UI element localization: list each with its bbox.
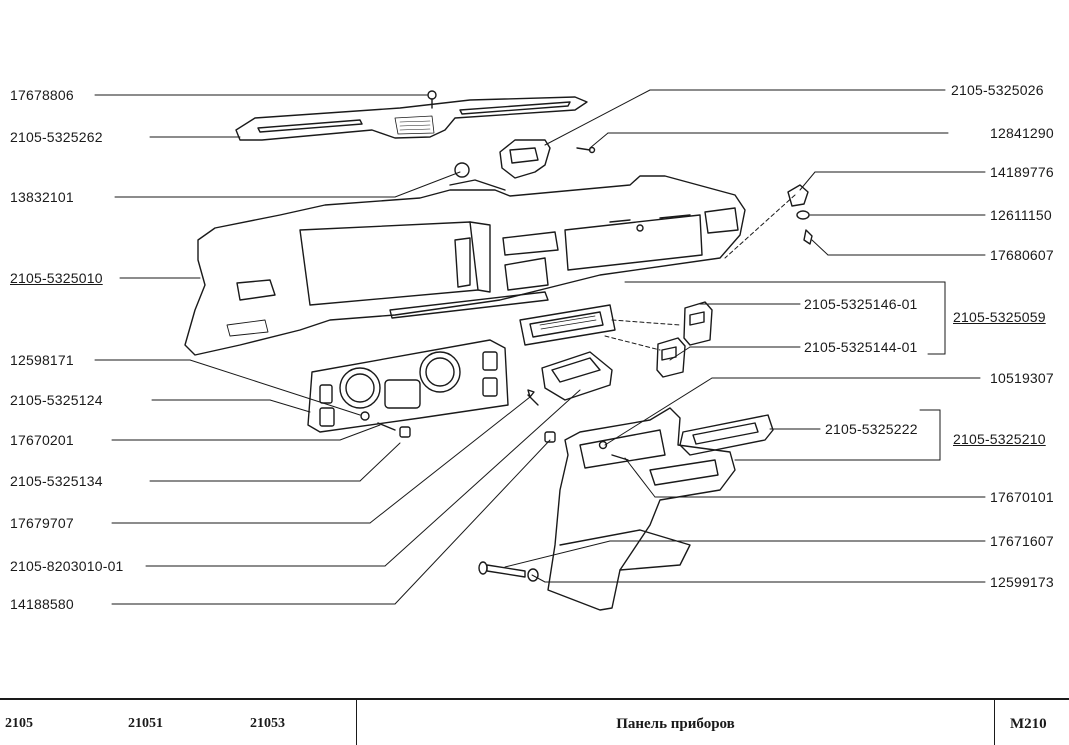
part-label-12598171: 12598171 (10, 352, 74, 368)
part-label-10519307: 10519307 (990, 370, 1054, 386)
part-label-12841290: 12841290 (990, 125, 1054, 141)
bottom-bolt (478, 561, 539, 582)
catalog-footer: 2105 21051 21053 Панель приборов M210 (0, 698, 1069, 745)
footer-divider (356, 700, 357, 745)
part-label-12599173: 12599173 (990, 574, 1054, 590)
part-label-17679707: 17679707 (10, 515, 74, 531)
part-label-2105-5325026: 2105-5325026 (951, 82, 1044, 98)
part-label-17678806: 17678806 (10, 87, 74, 103)
page-code: M210 (1010, 716, 1047, 732)
center-vent-faceplate (519, 304, 616, 346)
bracket-2105-5325026 (499, 139, 596, 179)
part-label-2105-8203010-01: 2105-8203010-01 (10, 558, 124, 574)
ashtray-box (541, 351, 613, 401)
part-label-2105-5325059: 2105-5325059 (953, 309, 1046, 325)
part-label-14188580: 14188580 (10, 596, 74, 612)
part-label-13832101: 13832101 (10, 189, 74, 205)
right-small-parts (787, 184, 813, 245)
part-label-17670101: 17670101 (990, 489, 1054, 505)
part-label-2105-5325144-01: 2105-5325144-01 (804, 339, 918, 355)
instrument-cluster-bezel (307, 339, 509, 438)
model-code-2: 21051 (128, 716, 163, 731)
part-label-2105-5325010: 2105-5325010 (10, 270, 103, 286)
switch-block-146-01 (683, 301, 713, 346)
nut-13832101 (454, 162, 470, 178)
part-label-2105-5325146-01: 2105-5325146-01 (804, 296, 918, 312)
model-code-1: 2105 (5, 716, 33, 731)
part-label-17671607: 17671607 (990, 533, 1054, 549)
model-code-3: 21053 (250, 716, 285, 731)
parts-drawing (94, 89, 986, 611)
part-label-2105-5325222: 2105-5325222 (825, 421, 918, 437)
part-label-17670201: 17670201 (10, 432, 74, 448)
footer-divider (994, 700, 995, 745)
leader-lines-left (94, 94, 581, 605)
switch-block-144-01 (656, 337, 686, 378)
console-tray-5325222 (679, 414, 774, 456)
leader-lines-right (504, 89, 986, 583)
section-title: Панель приборов (616, 716, 735, 732)
part-label-2105-5325210: 2105-5325210 (953, 431, 1046, 447)
small-fasteners (527, 389, 556, 443)
part-label-2105-5325134: 2105-5325134 (10, 473, 103, 489)
part-label-2105-5325262: 2105-5325262 (10, 129, 103, 145)
group-brackets (624, 281, 946, 461)
part-label-12611150: 12611150 (990, 207, 1052, 223)
dashboard-main-panel (184, 175, 746, 356)
part-label-17680607: 17680607 (990, 247, 1054, 263)
center-console (547, 407, 736, 611)
part-label-14189776: 14189776 (990, 164, 1054, 180)
part-label-2105-5325124: 2105-5325124 (10, 392, 103, 408)
top-grille-strip (235, 90, 588, 141)
